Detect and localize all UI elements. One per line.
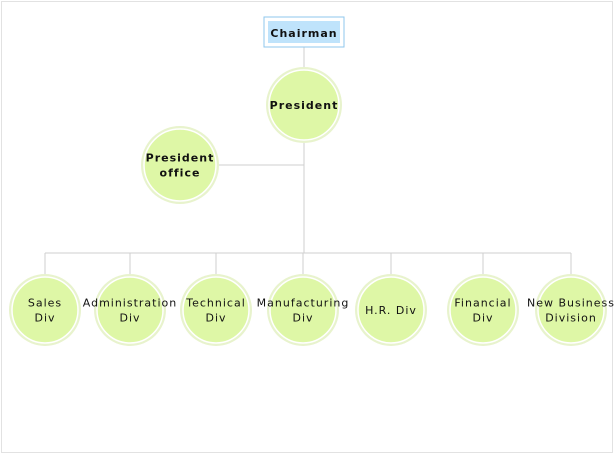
division-node[interactable]: H.R. Div: [355, 274, 427, 346]
node-circle: [11, 276, 79, 344]
node-label-line: President: [146, 152, 215, 165]
node-label-line: Division: [545, 312, 597, 325]
node-label-line: Technical: [185, 297, 246, 310]
chairman-node[interactable]: Chairman: [263, 16, 345, 48]
node-label-line: Div: [205, 312, 226, 325]
node-label-line: Manufacturing: [257, 297, 350, 310]
node-label-line: Div: [34, 312, 55, 325]
node-label-line: Sales: [28, 297, 62, 310]
node-label-line: Div: [292, 312, 313, 325]
node-circle: [269, 276, 337, 344]
node-label-line: Financial: [454, 297, 511, 310]
node-circle: [357, 276, 425, 344]
node-circle: [449, 276, 517, 344]
node-label-line: Div: [472, 312, 493, 325]
president-office-node[interactable]: President office: [141, 126, 219, 204]
node-label-line: office: [160, 167, 201, 180]
division-row: SalesDivAdministrationDivTechnicalDivMan…: [9, 274, 615, 346]
node-circle: [537, 276, 605, 344]
node-label-line: President: [270, 99, 339, 112]
node-circle: [96, 276, 164, 344]
node-circle: [268, 69, 340, 141]
connector-lines: [44, 47, 572, 274]
node-label-line: Div: [119, 312, 140, 325]
node-label-line: New Business: [527, 297, 615, 310]
chairman-box-inner: [268, 21, 340, 43]
node-circle: [182, 276, 250, 344]
node-circle: [143, 128, 217, 202]
node-label-line: Administration: [83, 297, 178, 310]
president-node[interactable]: President: [266, 67, 342, 143]
chairman-label: Chairman: [270, 27, 337, 40]
node-label-line: H.R. Div: [365, 304, 417, 317]
